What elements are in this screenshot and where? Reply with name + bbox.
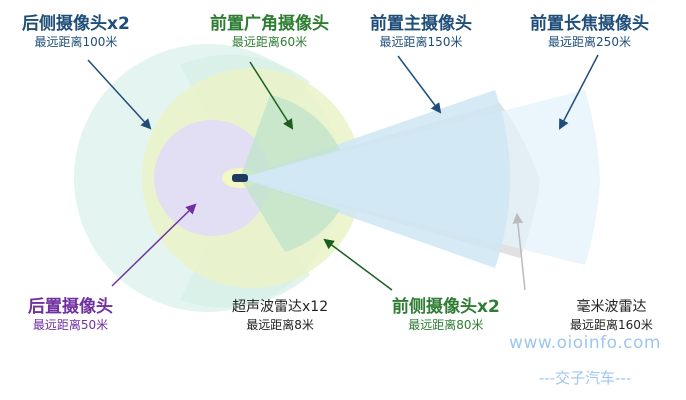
watermark-site: www.oioinfo.com — [509, 333, 661, 353]
label-title: 超声波雷达x12 — [232, 299, 329, 315]
arrow-front-wide — [249, 61, 294, 130]
label-title: 前置广角摄像头 — [210, 14, 329, 34]
arrow-rear-side — [87, 59, 152, 130]
arrow-front-main — [397, 55, 442, 114]
label-title: 毫米波雷达 — [576, 299, 647, 315]
label-title: 前侧摄像头x2 — [392, 297, 500, 317]
label-ultrasonic-radar: 超声波雷达x12 最远距离8米 — [232, 297, 328, 333]
watermark-brand: ---交子汽车--- — [538, 369, 632, 387]
label-range: 最远距离60米 — [231, 35, 308, 49]
arrow-front-side — [323, 238, 393, 291]
arrow-radar — [512, 212, 526, 291]
label-front-side-camera: 前侧摄像头x2 最远距离80米 — [392, 297, 500, 333]
label-range: 最远距离50米 — [32, 318, 109, 332]
label-front-wide-camera: 前置广角摄像头 最远距离60米 — [210, 14, 329, 50]
label-mmwave-radar: 毫米波雷达 最远距离160米 — [570, 297, 653, 333]
label-front-main-camera: 前置主摄像头 最远距离150米 — [370, 14, 472, 50]
label-range: 最远距离250米 — [548, 35, 631, 49]
rear-camera-zone — [154, 120, 270, 236]
arrow-rear-cam — [111, 203, 197, 287]
arrow-front-tele — [559, 54, 599, 130]
front-main-camera-zone — [240, 90, 511, 268]
label-range: 最远距离8米 — [246, 318, 314, 332]
label-rear-camera: 后置摄像头 最远距离50米 — [28, 297, 113, 333]
label-title: 前置长焦摄像头 — [530, 14, 649, 34]
label-rear-side-camera: 后侧摄像头x2 最远距离100米 — [22, 14, 130, 50]
label-title: 后置摄像头 — [28, 297, 113, 317]
label-range: 最远距离80米 — [408, 318, 484, 332]
front-side-fan-lower — [240, 178, 340, 252]
front-side-fan-upper — [240, 95, 340, 178]
label-title: 后侧摄像头x2 — [22, 14, 130, 34]
label-range: 最远距离100米 — [34, 35, 118, 49]
car-icon — [232, 174, 248, 182]
label-front-tele-camera: 前置长焦摄像头 最远距离250米 — [530, 14, 649, 50]
label-range: 最远距离150米 — [379, 35, 463, 49]
label-range: 最远距离160米 — [570, 318, 653, 332]
label-title: 前置主摄像头 — [370, 14, 472, 34]
